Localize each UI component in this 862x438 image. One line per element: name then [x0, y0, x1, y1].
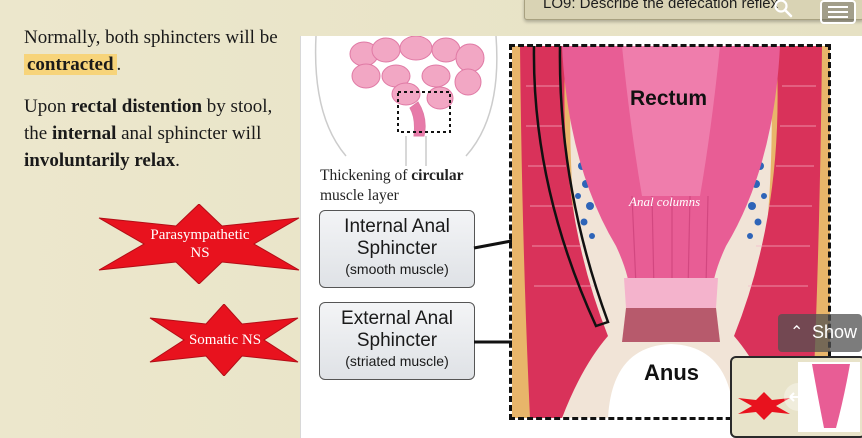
- show-button[interactable]: ⌃ Show: [778, 314, 862, 352]
- circular-muscle-caption: Thickening of circular muscle layer: [320, 167, 464, 204]
- external-sphincter-box: External Anal Sphincter (striated muscle…: [319, 302, 475, 380]
- chevron-up-icon: ⌃: [790, 324, 804, 341]
- somatic-ns-label: Somatic NS: [188, 332, 262, 348]
- search-icon[interactable]: [773, 0, 793, 18]
- menu-icon[interactable]: [820, 0, 856, 24]
- somatic-star-shape: [149, 304, 299, 376]
- rectum-label: Rectum: [630, 87, 708, 110]
- slide-title: LO9: Describe the defecation reflex: [543, 0, 779, 12]
- dashed-region-outline: [509, 44, 831, 420]
- paragraph-rectal-distention: Upon rectal distention by stool, the int…: [24, 96, 273, 171]
- paragraph-normal-state: Normally, both sphincters will be contra…: [24, 27, 278, 75]
- thumbnail-preview-image: [732, 358, 862, 436]
- anus-label: Anus: [644, 360, 699, 385]
- colon-overview-image: [314, 36, 498, 166]
- slide-thumbnail[interactable]: [730, 356, 862, 438]
- parasympathetic-star-shape: [98, 204, 300, 284]
- title-bar: LO9: Describe the defecation reflex: [524, 0, 862, 20]
- internal-sphincter-box: Internal Anal Sphincter (smooth muscle): [319, 210, 475, 288]
- highlight-contracted: contracted: [24, 54, 117, 75]
- anal-columns-label: Anal columns: [629, 194, 701, 209]
